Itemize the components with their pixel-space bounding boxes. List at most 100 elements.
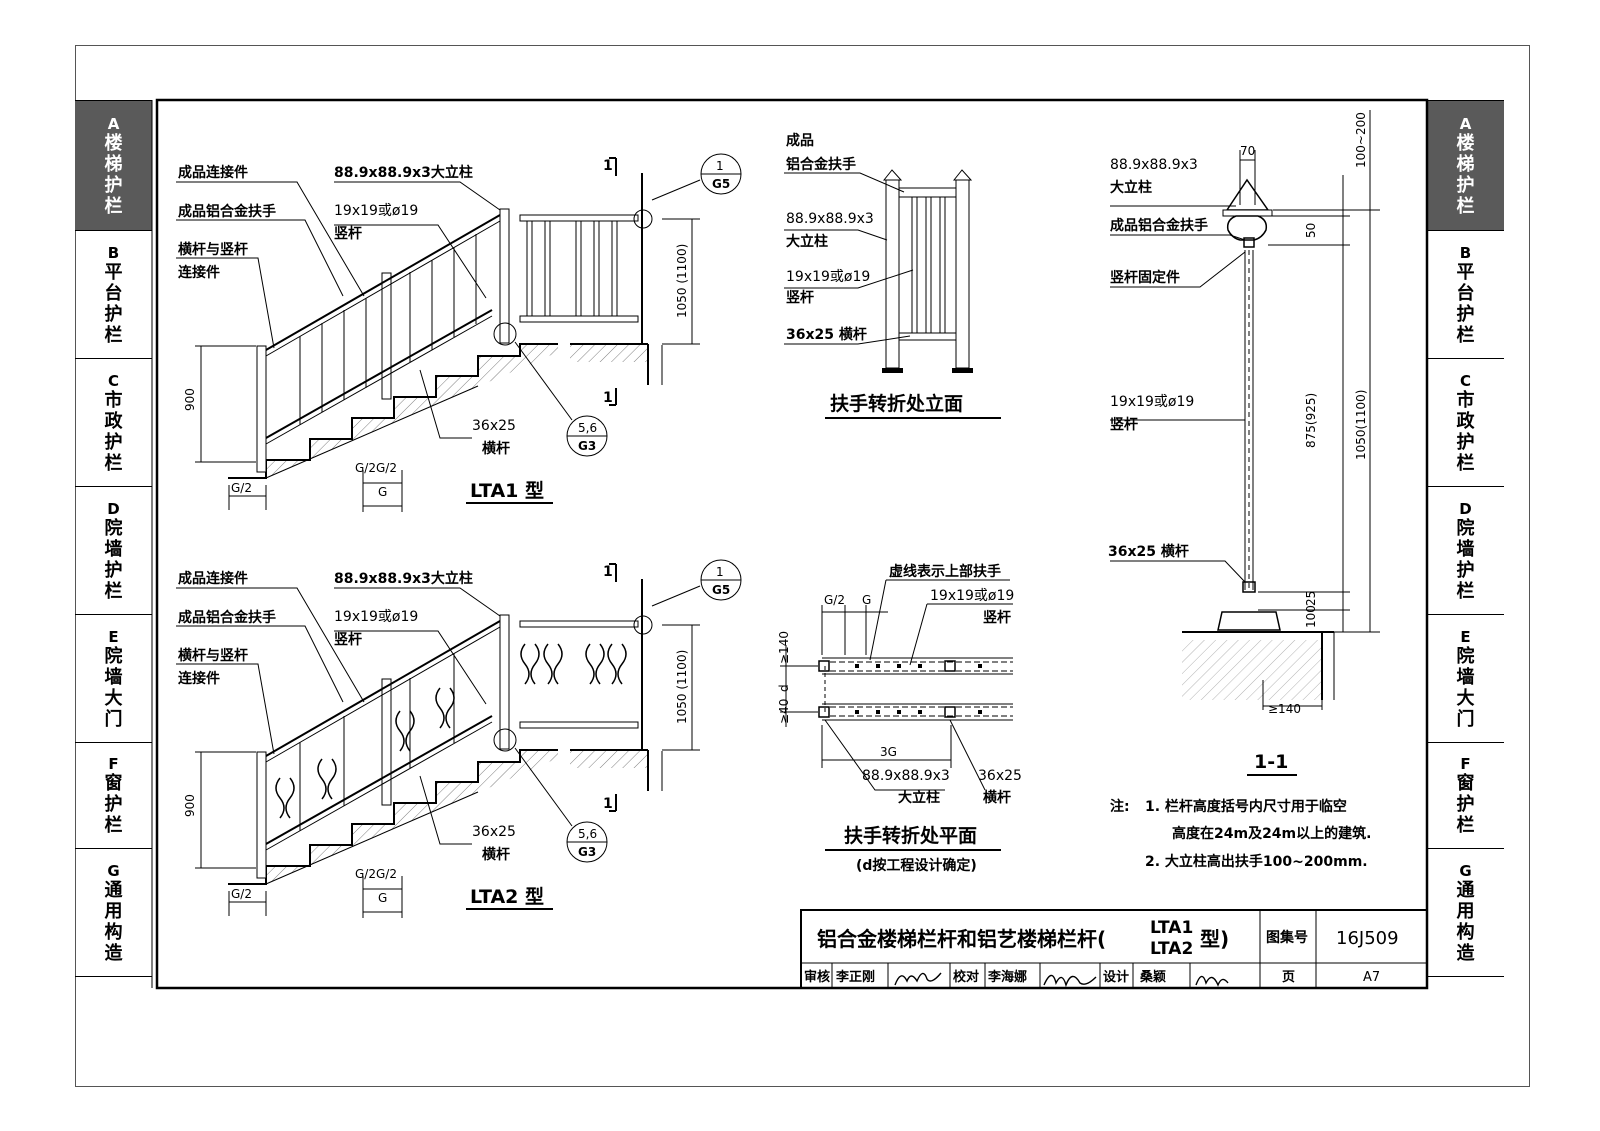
lta2-dim-g2g2: G/2G/2	[355, 867, 397, 881]
plan-dim-g2: G/2	[824, 593, 845, 607]
tab-label-char: 市	[104, 389, 123, 411]
lta1-label-handrail: 成品铝合金扶手	[178, 203, 276, 220]
tab-label-char: 市	[1456, 389, 1475, 411]
tb-review-label: 审核	[804, 969, 830, 985]
plan-dim-3g: 3G	[880, 745, 897, 759]
sec-dim-25: 25	[1304, 591, 1318, 606]
tb-checker: 李海娜	[987, 969, 1027, 985]
tab-label-char: 大	[104, 687, 123, 709]
lta2-dim-1050: 1050 (1100)	[675, 650, 689, 724]
elev-label-rail: 36x25 横杆	[786, 326, 867, 343]
outer-frame	[75, 45, 1530, 1087]
signature-reviewer	[894, 972, 942, 986]
sec-title: 1-1	[1254, 751, 1288, 773]
plan-title: 扶手转折处平面	[844, 824, 977, 847]
tab-letter: B	[107, 243, 120, 262]
lta1-elevation	[176, 153, 742, 512]
lta1-label-rail: 36x25	[472, 418, 516, 434]
notes-line-1: 1. 栏杆高度括号内尺寸用于临空	[1145, 798, 1347, 815]
lta2-callout-g3-bottom: G3	[578, 845, 596, 859]
lta1-label-connector: 成品连接件	[178, 164, 248, 181]
lta1-dim-g2g2: G/2G/2	[355, 461, 397, 475]
callout-g3	[566, 415, 608, 457]
elevation-text: 成品 铝合金扶手 88.9x88.9x3 大立柱 19x19或ø19 竖杆 36…	[786, 132, 963, 415]
tb-page-no: A7	[1363, 970, 1380, 985]
leader-lines	[176, 179, 701, 439]
turn-plan	[780, 579, 1013, 851]
signature-designer	[1195, 975, 1229, 987]
plan-dim-40: ≥40	[777, 699, 791, 724]
plan-label-rail: 36x25	[978, 768, 1022, 784]
tab-label-char: 墙	[104, 538, 123, 560]
tab-label-char: 栏	[104, 815, 123, 836]
tab-label-char: 栏	[104, 452, 123, 474]
lta1-dim-g2-left: G/2	[231, 481, 252, 495]
sec-dim-140: ≥140	[1268, 702, 1301, 716]
railing-frame	[256, 579, 653, 879]
tab-bottom-border	[75, 976, 152, 977]
callout-g5	[700, 153, 742, 195]
lta2-section-mark-bottom: 1	[603, 796, 613, 812]
tab-label-char: 护	[1456, 303, 1475, 325]
tab-letter: D	[1459, 499, 1472, 518]
lta1-section-mark-bottom: 1	[603, 390, 613, 406]
tab-label-char: 墙	[1456, 538, 1475, 560]
notes-line-3: 2. 大立柱高出扶手100~200mm.	[1145, 853, 1368, 870]
plan-text: 虚线表示上部扶手 19x19或ø19 竖杆 G/2 G ≥140 d ≥40 3…	[777, 563, 1022, 874]
tab-label-char: 护	[1456, 794, 1475, 815]
lta1-text: 成品连接件 成品铝合金扶手 横杆与竖杆 连接件 88.9x88.9x3大立柱 1…	[178, 158, 730, 502]
sec-dim-50: 50	[1304, 223, 1318, 238]
plan-label-baluster-2: 竖杆	[983, 609, 1011, 626]
lta2-label-rail: 36x25	[472, 824, 516, 840]
turn-elevation	[784, 169, 1001, 419]
tab-label-char: 栏	[1456, 815, 1475, 836]
notes-prefix: 注:	[1110, 798, 1130, 815]
tab-label-char: 门	[1456, 708, 1475, 730]
lta2-label-joint-2: 连接件	[178, 670, 220, 687]
tab-label-char: 护	[104, 794, 123, 815]
lta2-elevation	[176, 559, 742, 918]
tab-label-char: 通	[1456, 879, 1475, 901]
tab-label-char: 用	[104, 900, 123, 922]
tab-label-char: 护	[104, 303, 123, 325]
scroll-ornaments	[275, 643, 627, 819]
tb-atlas-label: 图集号	[1266, 929, 1308, 946]
lta2-label-connector: 成品连接件	[178, 570, 248, 587]
tab-letter: D	[107, 499, 120, 518]
plan-label-rail-2: 横杆	[983, 789, 1011, 806]
tb-design-label: 设计	[1103, 969, 1129, 985]
stair-profile	[228, 343, 663, 479]
tab-bottom-border	[1427, 976, 1504, 977]
lta2-label-post: 88.9x88.9x3大立柱	[334, 570, 473, 587]
tab-label-char: 窗	[104, 773, 123, 794]
callout-g3	[566, 821, 608, 863]
lta1-label-joint: 横杆与竖杆	[178, 241, 248, 258]
tab-label-char: 政	[1456, 410, 1475, 432]
tab-label-char: 梯	[104, 153, 123, 175]
tab-label-char: 墙	[1456, 666, 1475, 688]
tab-label-char: 院	[104, 517, 123, 539]
tb-title-main: 铝合金楼梯栏杆和铝艺楼梯栏杆(	[817, 927, 1106, 951]
lta2-dim-g: G	[378, 891, 387, 905]
lta1-label-rail-2: 横杆	[482, 440, 510, 457]
plan-subtitle: (d按工程设计确定)	[856, 857, 977, 874]
lta1-label-post: 88.9x88.9x3大立柱	[334, 164, 473, 181]
sec-label-post-2: 大立柱	[1110, 179, 1152, 196]
sec-dim-100: 100	[1304, 605, 1318, 628]
railing-frame	[256, 173, 653, 473]
